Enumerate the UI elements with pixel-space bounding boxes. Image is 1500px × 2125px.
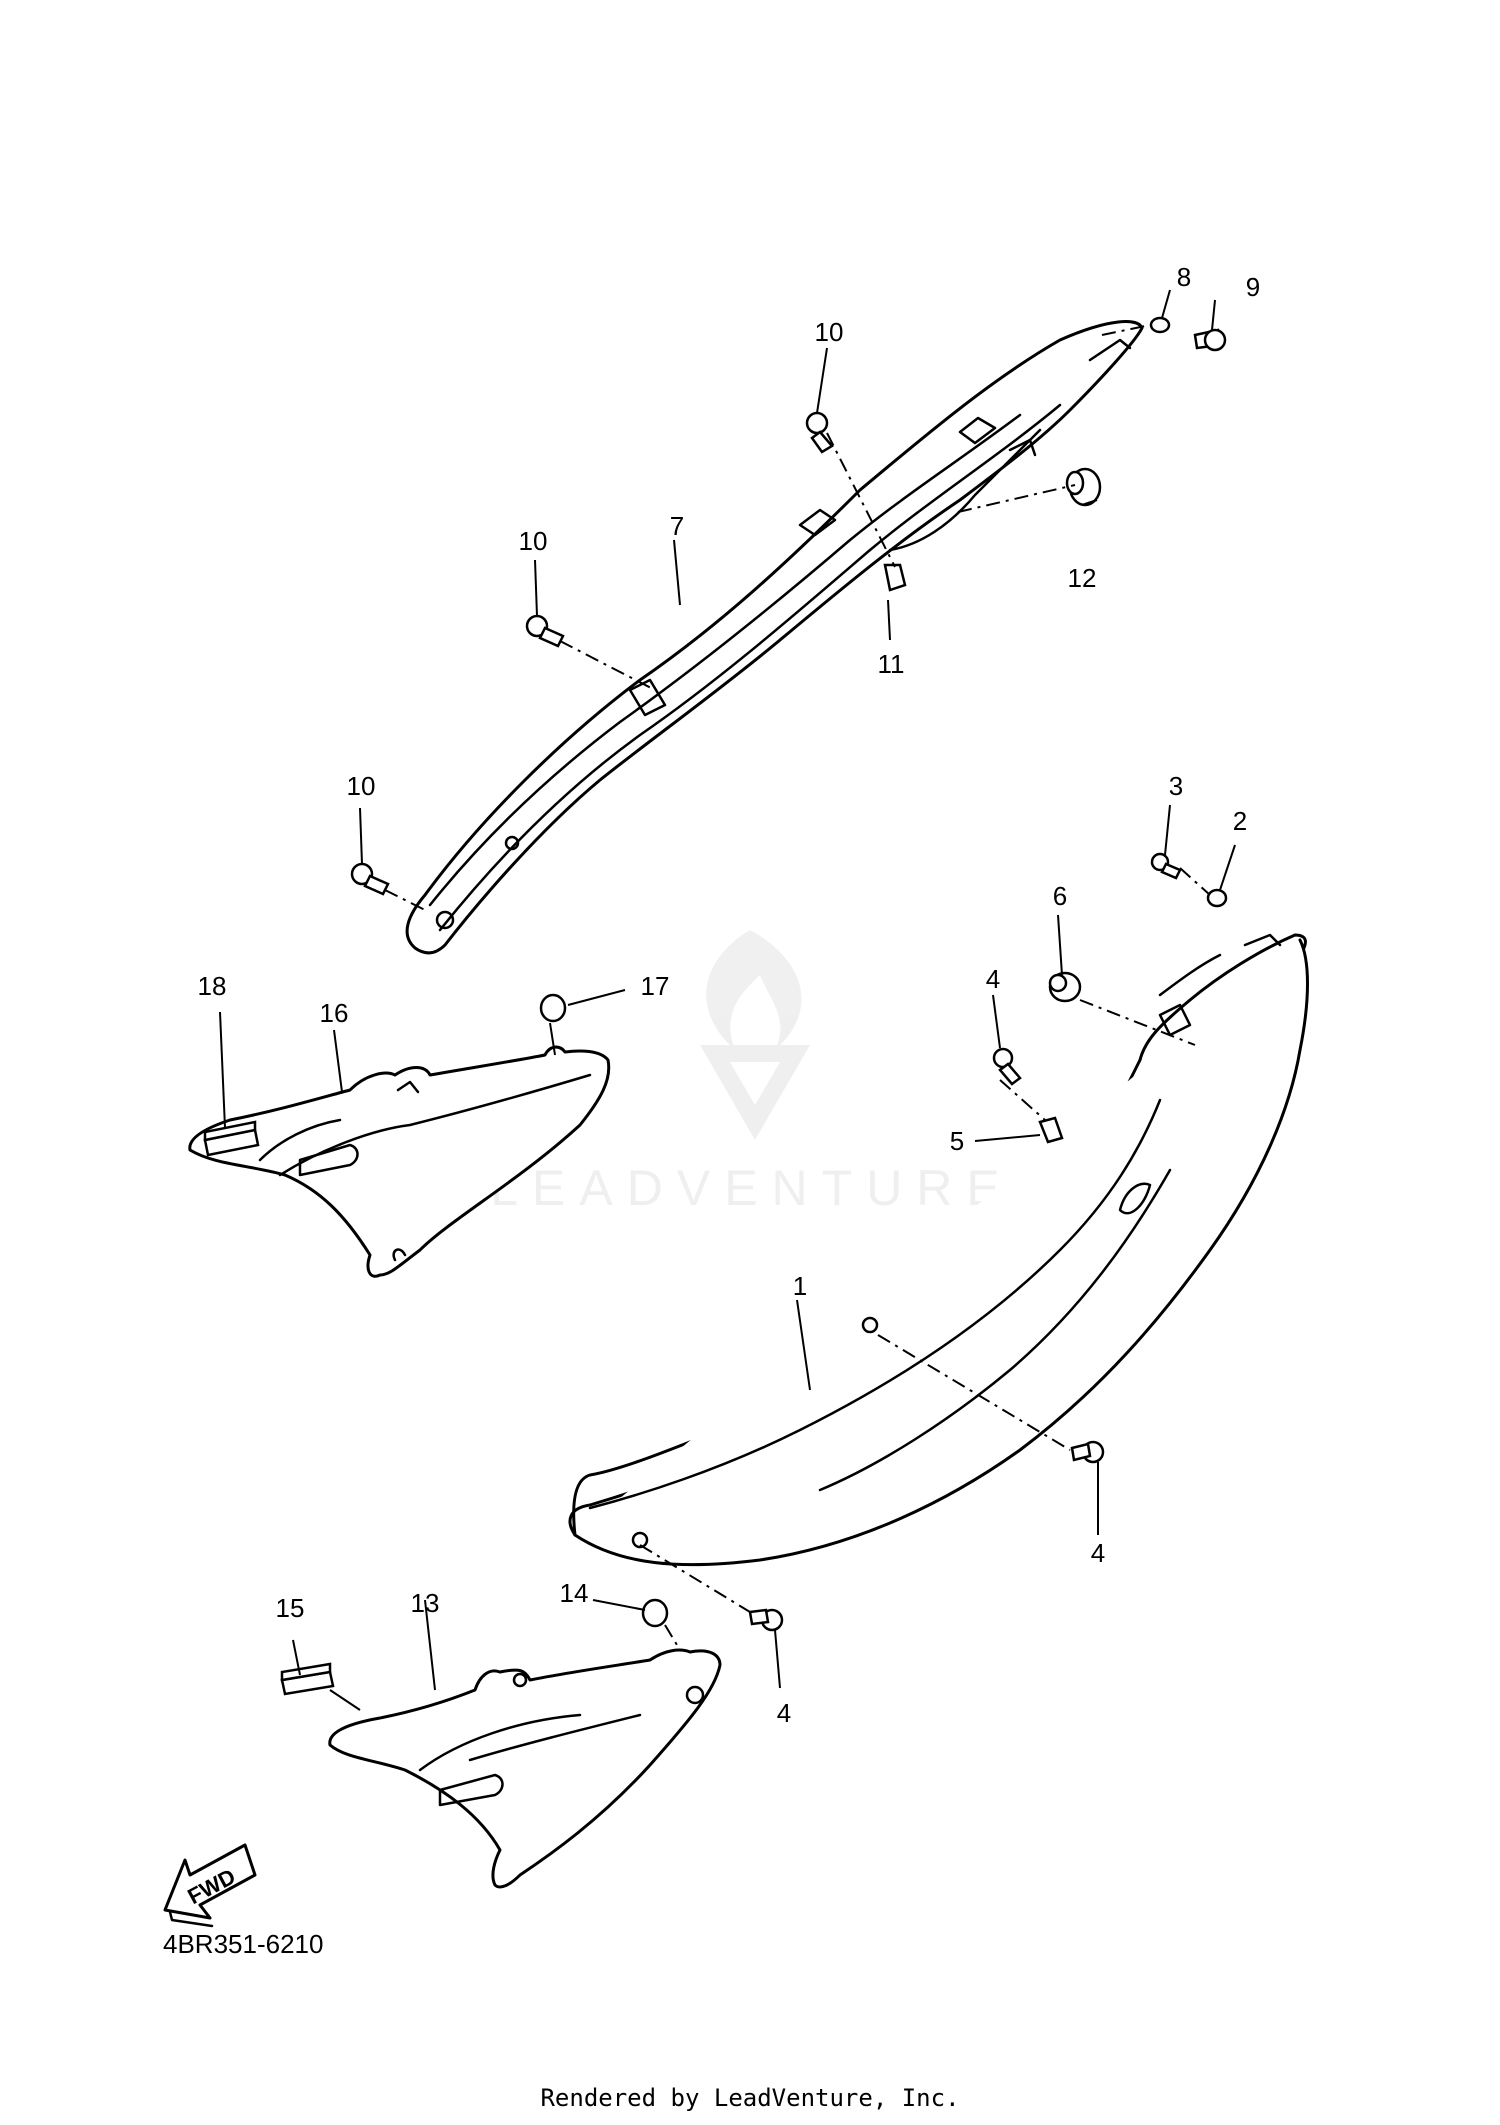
callout-8[interactable]: 8 — [1177, 262, 1191, 292]
callout-4-right[interactable]: 4 — [1091, 1538, 1105, 1568]
screw-4-upper[interactable] — [992, 1047, 1022, 1086]
part-1-side-cover[interactable] — [568, 933, 1309, 1567]
leader-lines — [219, 289, 1236, 1711]
watermark-flame-icon — [706, 930, 802, 1050]
callout-17[interactable]: 17 — [641, 971, 670, 1001]
screw-10-bottom[interactable] — [350, 862, 390, 896]
part-7-side-rail[interactable] — [405, 320, 1144, 955]
callouts: 1 2 3 4 4 4 5 6 7 8 9 10 10 10 11 12 13 … — [198, 262, 1261, 1728]
render-credit: Rendered by LeadVenture, Inc. — [540, 2084, 960, 2112]
callout-12[interactable]: 12 — [1068, 563, 1097, 593]
callout-18[interactable]: 18 — [198, 971, 227, 1001]
grommet-12[interactable] — [1065, 467, 1102, 507]
grommet-14[interactable] — [641, 1598, 669, 1628]
callout-16[interactable]: 16 — [320, 998, 349, 1028]
callout-2[interactable]: 2 — [1233, 806, 1247, 836]
leadventure-watermark: LEADVENTURE — [490, 930, 1014, 1216]
callout-7[interactable]: 7 — [670, 511, 684, 541]
clip-nut-11[interactable] — [883, 563, 907, 592]
clip-nut-5[interactable] — [1038, 1116, 1064, 1144]
watermark-text: LEADVENTURE — [490, 1160, 1014, 1216]
screw-10-middle[interactable] — [525, 614, 565, 648]
callout-9[interactable]: 9 — [1246, 272, 1260, 302]
screw-10-top[interactable] — [805, 411, 834, 454]
washer-2[interactable] — [1206, 888, 1228, 908]
washer-8[interactable] — [1149, 316, 1171, 334]
pad-18[interactable] — [203, 1120, 260, 1157]
callout-11[interactable]: 11 — [878, 649, 905, 679]
screw-9[interactable] — [1193, 328, 1227, 352]
callout-10-bottom[interactable]: 10 — [347, 771, 376, 801]
grommet-17[interactable] — [539, 993, 567, 1023]
callout-13[interactable]: 13 — [411, 1588, 440, 1618]
screw-4-right[interactable] — [1070, 1440, 1105, 1464]
part-16-small-cover[interactable] — [188, 1045, 611, 1278]
callout-14[interactable]: 14 — [560, 1578, 589, 1608]
fasteners — [203, 316, 1228, 1696]
callout-4-upper[interactable]: 4 — [986, 964, 1000, 994]
part-13-small-cover[interactable] — [328, 1648, 722, 1889]
callout-4-bottom[interactable]: 4 — [777, 1698, 791, 1728]
assembly-lines — [384, 324, 1211, 1651]
pad-15[interactable] — [280, 1662, 335, 1696]
callout-15[interactable]: 15 — [276, 1593, 305, 1623]
fwd-arrow-icon: FWD — [163, 1843, 257, 1928]
grommet-6[interactable] — [1048, 971, 1082, 1003]
callout-3[interactable]: 3 — [1169, 771, 1183, 801]
watermark-v-icon — [700, 1045, 810, 1140]
callout-5[interactable]: 5 — [950, 1126, 964, 1156]
screw-4-bottom[interactable] — [748, 1608, 784, 1632]
diagram-code: 4BR351-6210 — [163, 1929, 324, 1959]
callout-6[interactable]: 6 — [1053, 881, 1067, 911]
callout-10-top[interactable]: 10 — [815, 317, 844, 347]
callout-10-middle[interactable]: 10 — [519, 526, 548, 556]
callout-1[interactable]: 1 — [793, 1271, 807, 1301]
screw-3[interactable] — [1150, 852, 1182, 880]
